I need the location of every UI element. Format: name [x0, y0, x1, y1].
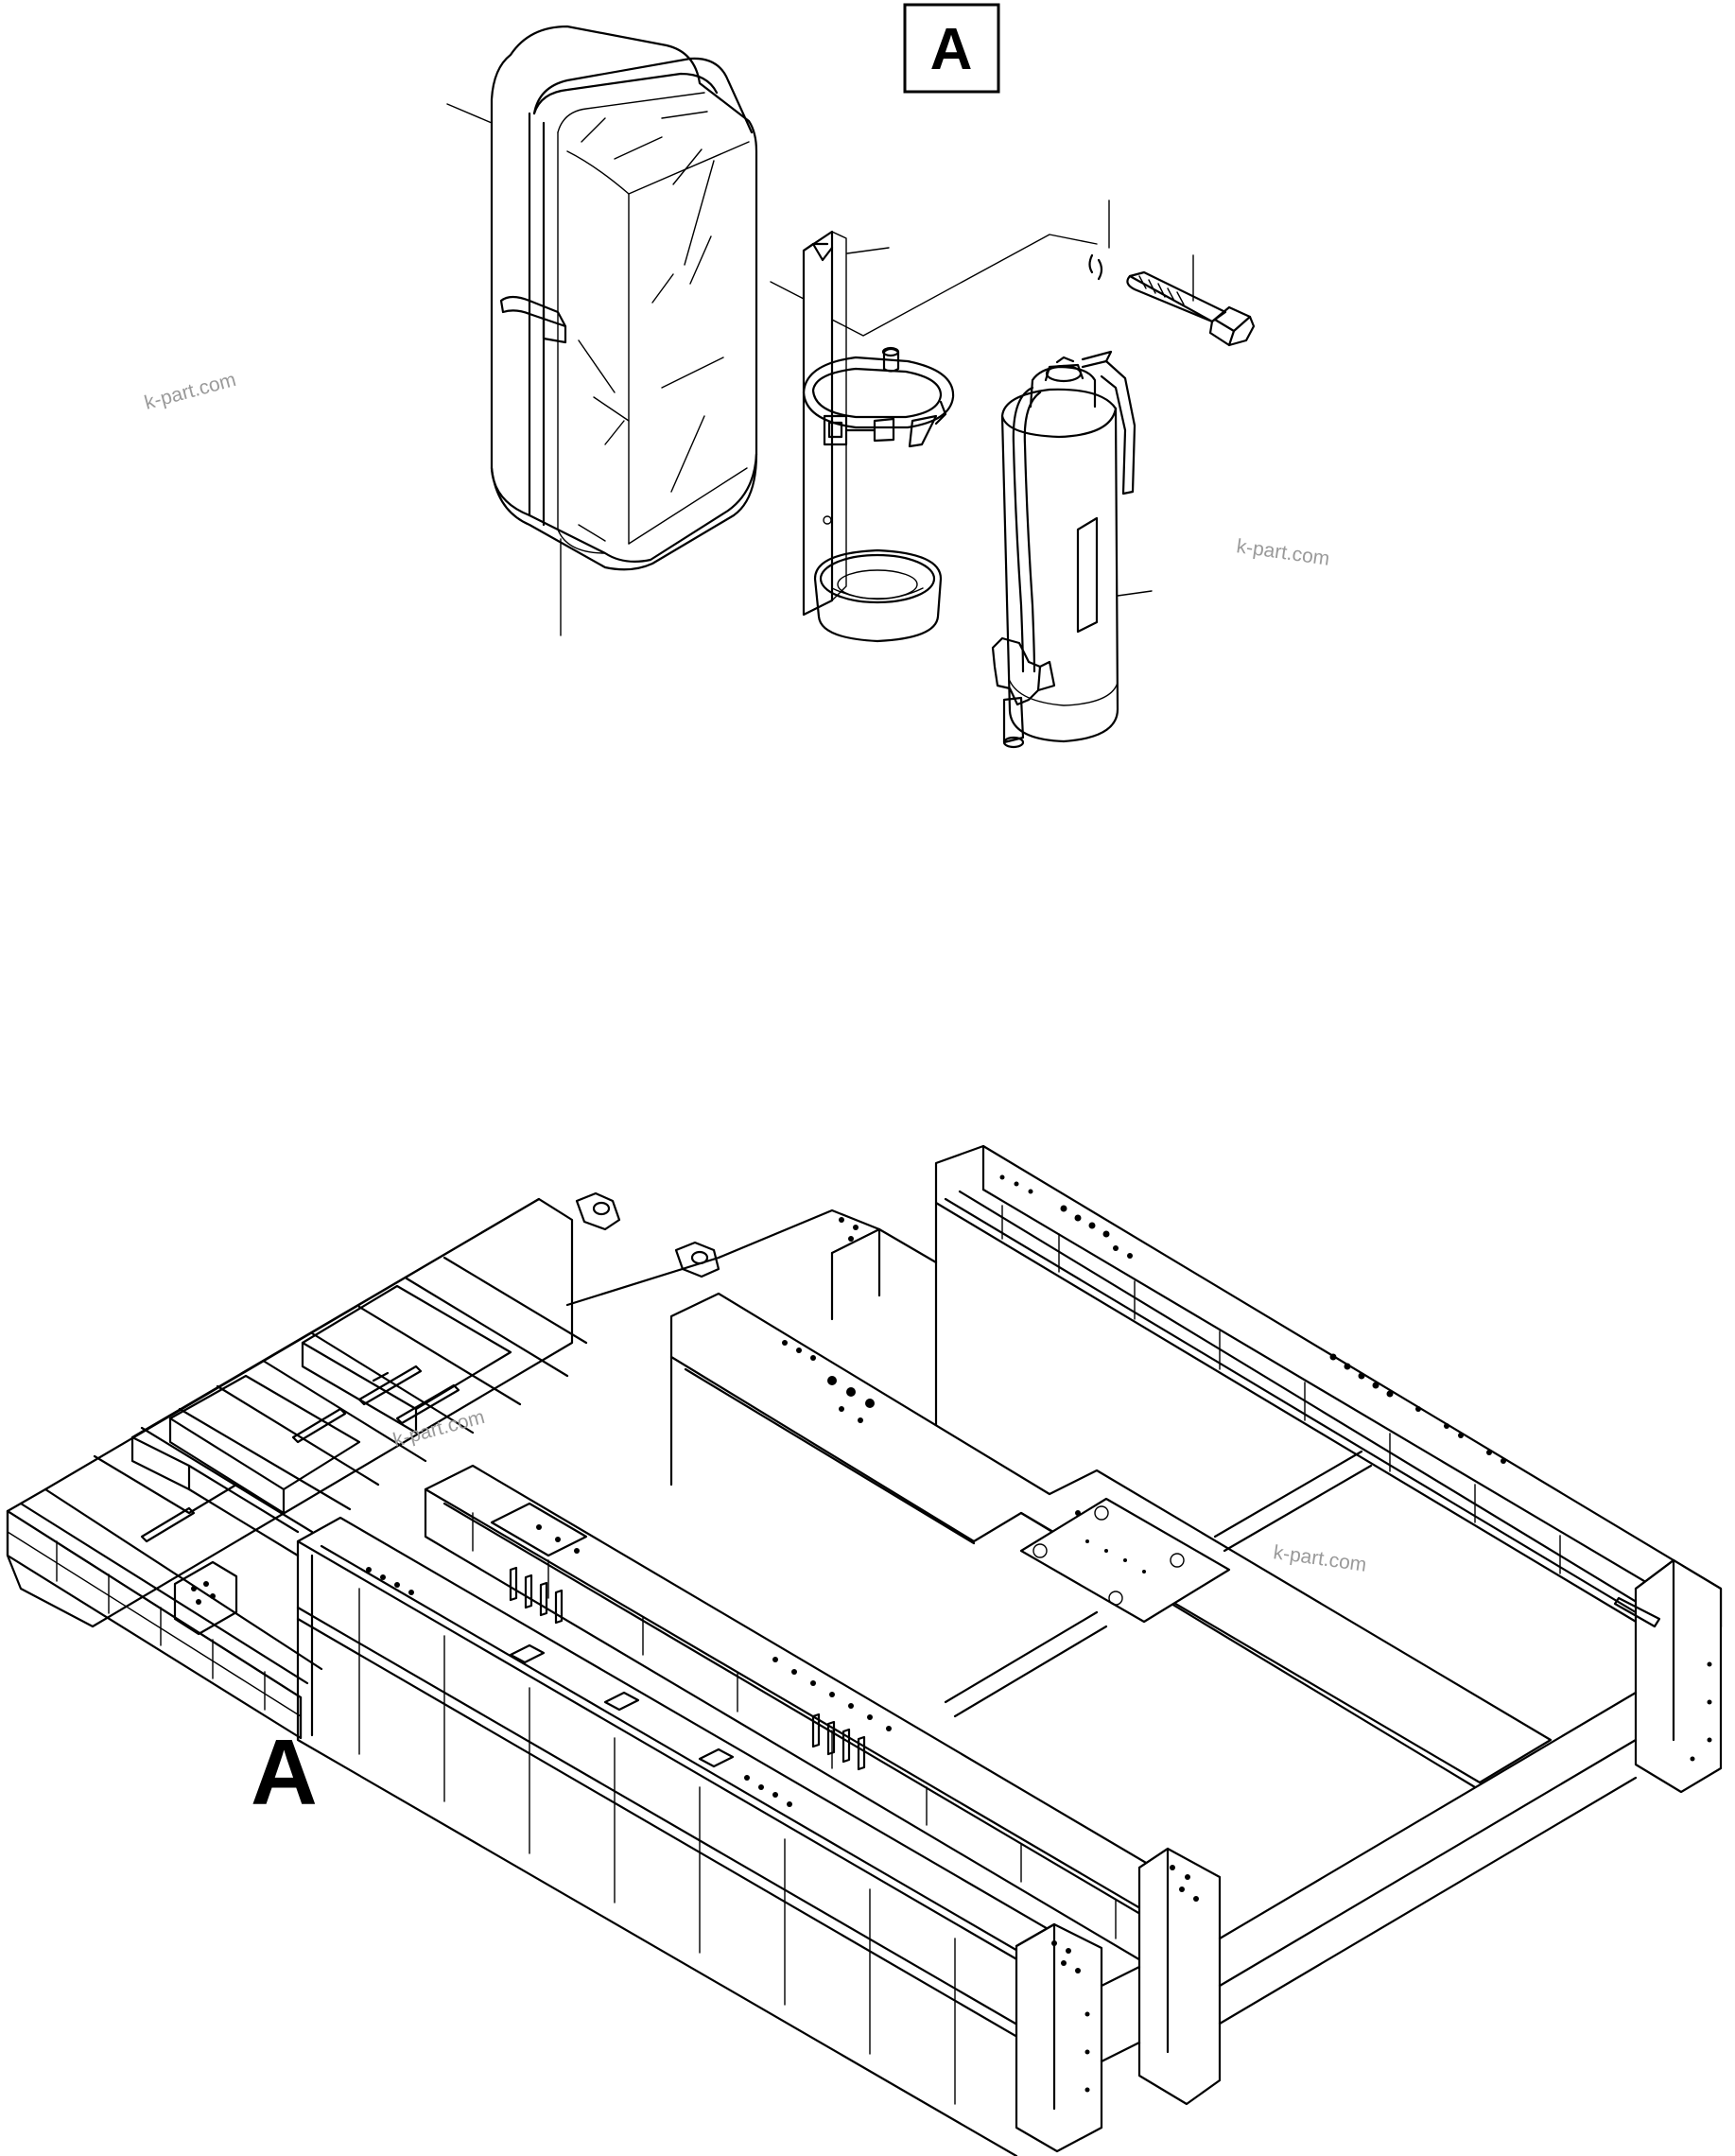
mounting-bracket-icon	[770, 230, 1098, 643]
watermark-4: k-part.com	[1272, 1541, 1367, 1576]
extinguisher-cover-icon	[446, 25, 758, 636]
detail-a-label: A	[930, 17, 973, 82]
detail-a-box	[903, 3, 1000, 94]
watermark-2: k-part.com	[1235, 535, 1330, 570]
fire-extinguisher-icon	[991, 350, 1153, 749]
cab-floor-frame-icon	[6, 1144, 1723, 2156]
watermark-1: k-part.com	[142, 369, 238, 414]
detail-a-callout: A	[903, 3, 1000, 94]
view-a-label: A	[251, 1720, 318, 1824]
bolt-icon	[1088, 200, 1256, 347]
